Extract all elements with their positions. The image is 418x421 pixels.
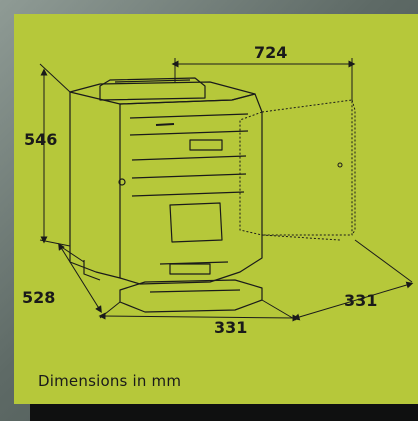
ext-line-331-left [99,301,121,319]
diagram-panel [14,14,418,404]
label-331-door: 331 [344,291,377,310]
machine-front [119,93,263,285]
label-528: 528 [22,288,55,307]
door-bottom [261,234,341,241]
ext-line-546-top [39,63,71,93]
label-331-front: 331 [214,318,247,337]
door-hinge-area [239,111,263,236]
display-window [189,139,223,151]
caption: Dimensions in mm [38,372,182,390]
dimension-lines [39,58,414,322]
drip-tray-line [149,289,241,293]
side-knob [118,178,126,186]
panel-line-3 [131,155,247,161]
open-door-outline [239,99,356,241]
machine-outline [69,77,263,313]
coffee-outlet [169,202,223,243]
ext-line-528-top [59,245,85,263]
door-edge [351,99,356,236]
door-outline [261,99,353,236]
dim-line-331-door [292,281,414,321]
ext-line-331-right [261,299,297,321]
door-handle [337,162,343,168]
ext-line-331-door [354,239,413,283]
ext-line-546-bottom [39,239,71,247]
dim-line-528 [58,243,102,313]
dim-line-331-front [98,312,300,322]
machine-left-side [69,92,121,279]
label-724: 724 [254,43,287,62]
hopper-lid-line [114,79,191,83]
footer-bar [30,404,418,421]
panel-line-1 [129,113,249,119]
panel-line-2 [129,130,249,136]
brand-logo [155,123,175,126]
cup-grid [169,263,211,275]
label-546: 546 [24,130,57,149]
panel-line-4 [131,173,247,179]
drip-tray [119,279,263,313]
panel-line-5 [131,191,245,197]
bean-hopper [99,77,206,101]
